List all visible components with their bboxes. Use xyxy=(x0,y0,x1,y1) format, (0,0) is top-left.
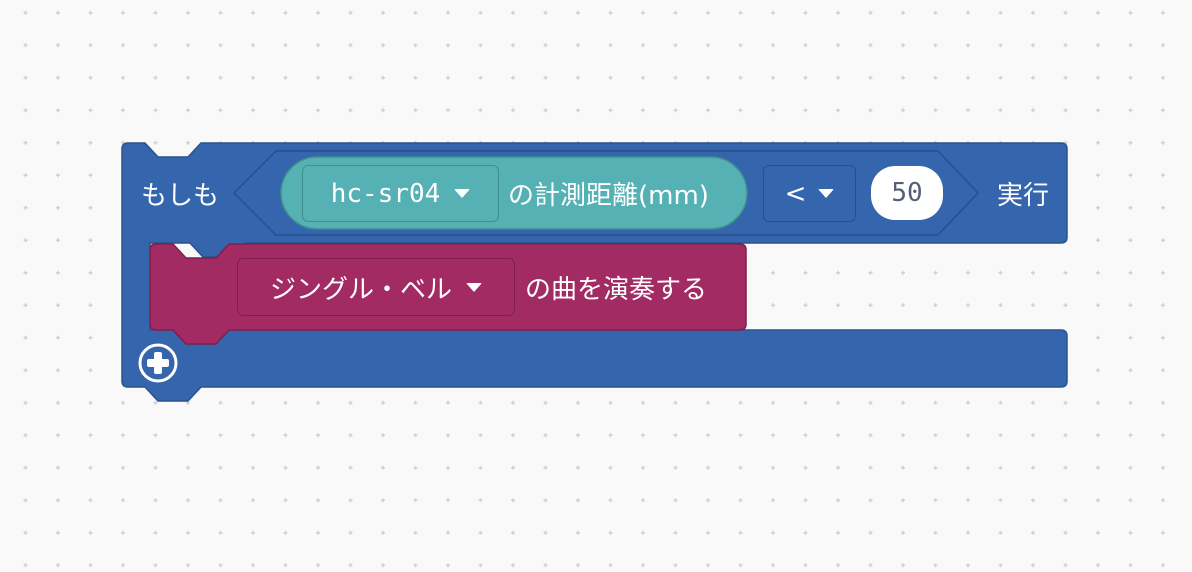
melody-dropdown[interactable]: ジングル・ベル xyxy=(237,258,515,316)
add-else-button[interactable] xyxy=(137,342,179,384)
melody-dropdown-value: ジングル・ベル xyxy=(269,274,452,305)
chevron-down-icon xyxy=(466,282,482,292)
operator-dropdown-value: < xyxy=(784,178,807,209)
plus-circle-icon xyxy=(138,343,178,383)
device-dropdown[interactable]: hc-sr04 xyxy=(302,165,499,222)
then-keyword-label: 実行 xyxy=(996,180,1049,211)
sensor-distance-label: の計測距離(mm) xyxy=(508,180,709,211)
play-melody-label: の曲を演奏する xyxy=(525,274,708,305)
device-dropdown-value: hc-sr04 xyxy=(330,178,441,209)
chevron-down-icon xyxy=(454,189,471,198)
chevron-down-icon xyxy=(818,189,835,198)
operator-dropdown[interactable]: < xyxy=(763,165,856,222)
if-keyword-label: もしも xyxy=(140,180,219,211)
number-input[interactable]: 50 xyxy=(871,166,943,220)
